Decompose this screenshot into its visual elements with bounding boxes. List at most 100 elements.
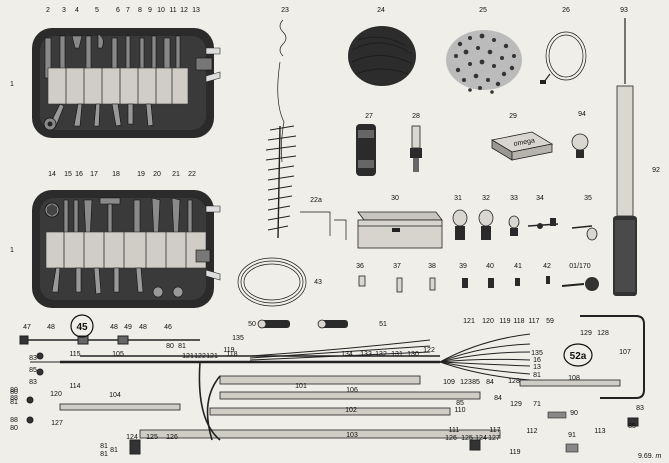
callout-harness-81: 111	[449, 427, 460, 434]
callout-harness-65: 120	[50, 391, 62, 398]
part-22a-tool	[300, 211, 347, 240]
callout-center-parts-12: 35	[584, 195, 592, 202]
callout-harness-12: 105	[112, 351, 124, 358]
callout-harness-73: 126	[166, 434, 178, 441]
callout-harness-19: 80	[166, 343, 174, 350]
callout-center-parts-3: 26	[562, 7, 570, 14]
callout-bottom-roll-8: 21	[172, 171, 180, 178]
callout-harness-43: 107	[619, 349, 631, 356]
callout-harness-26: 132	[375, 351, 387, 358]
callout-harness-61: 83	[636, 405, 644, 412]
callout-harness-33: 118	[513, 318, 524, 325]
callout-bottom-roll-5: 18	[112, 171, 120, 178]
callout-harness-42: 128	[597, 330, 609, 337]
callout-harness-44: 109	[443, 379, 455, 386]
callout-harness-52: 110	[454, 407, 465, 414]
top-tool-roll	[32, 28, 221, 138]
callout-center-parts-17: 40	[486, 263, 494, 270]
callout-center-parts-4: 27	[365, 113, 373, 120]
callout-harness-37: 16	[533, 357, 541, 364]
callout-harness-17: 122	[194, 353, 206, 360]
callout-harness-66: 104	[109, 392, 121, 399]
callout-right-parts-1: 92	[652, 167, 660, 174]
callout-harness-9: 85	[29, 367, 37, 374]
callout-harness-57: 90	[570, 410, 578, 417]
parts-34-35	[527, 218, 598, 241]
callout-center-parts-10: 33	[510, 195, 518, 202]
parts-50-51	[257, 319, 348, 329]
callout-harness-56: 71	[533, 401, 541, 408]
callout-center-parts-1: 24	[377, 7, 385, 14]
callout-top-roll-11: 12	[180, 7, 188, 14]
callout-center-parts-5: 28	[412, 113, 420, 120]
wiring-harness	[19, 315, 645, 455]
callout-center-parts-2: 25	[479, 7, 487, 14]
callout-top-roll-0: 1	[10, 81, 14, 88]
callout-harness-78: 81	[100, 443, 108, 450]
callout-harness-60: 91	[568, 432, 576, 439]
callout-harness-76: 124	[475, 435, 487, 442]
footer-code-date: 9.69.	[638, 453, 656, 460]
callout-harness-53: 85	[456, 400, 464, 407]
callout-harness-79: 81	[100, 451, 108, 458]
callout-harness-36: 135	[531, 350, 543, 357]
part-94-knob	[571, 133, 589, 158]
callout-harness-10: 83	[29, 379, 37, 386]
callout-harness-6: 50	[248, 321, 256, 328]
part-23-brush	[265, 19, 297, 239]
callout-top-roll-6: 7	[126, 7, 130, 14]
callout-top-roll-8: 9	[148, 7, 152, 14]
callout-harness-62: 85	[628, 423, 636, 430]
badge-52a-label: 52a	[570, 351, 587, 362]
callout-center-parts-8: 31	[454, 195, 462, 202]
bulbs-31-33	[452, 209, 520, 240]
badge-45-label: 45	[76, 322, 88, 333]
callout-top-roll-4: 5	[95, 7, 99, 14]
callout-center-parts-15: 38	[428, 263, 436, 270]
callout-harness-45: 123	[460, 379, 472, 386]
callout-center-parts-13: 36	[356, 263, 364, 270]
callout-harness-38: 13	[533, 364, 541, 371]
callout-bottom-roll-7: 20	[153, 171, 161, 178]
part-24-wool	[348, 26, 416, 86]
callout-harness-34: 117	[528, 318, 539, 325]
callout-harness-70: 103	[346, 432, 358, 439]
callout-harness-16: 121	[206, 353, 218, 360]
callout-harness-55: 129	[510, 401, 522, 408]
callout-harness-75: 125	[461, 435, 473, 442]
callout-harness-82: 117	[489, 427, 500, 434]
callout-center-parts-18: 41	[514, 263, 522, 270]
callout-harness-7: 51	[379, 321, 387, 328]
callout-top-roll-2: 3	[62, 7, 66, 14]
callout-center-parts-21: 22a	[310, 197, 322, 204]
callout-harness-30: 121	[463, 318, 475, 325]
callout-center-parts-0: 23	[281, 7, 289, 14]
callout-center-parts-9: 32	[482, 195, 490, 202]
callout-harness-39: 81	[533, 372, 541, 379]
callout-harness-48: 108	[568, 375, 580, 382]
callout-top-roll-9: 10	[157, 7, 165, 14]
callout-harness-72: 125	[146, 434, 158, 441]
callout-harness-29: 122	[423, 347, 435, 354]
callout-harness-23: 135	[232, 335, 244, 342]
callout-center-parts-22: 01/170	[569, 263, 591, 270]
badge-52a: 52a	[563, 343, 593, 367]
badge-45: 45	[70, 314, 94, 338]
callout-harness-15: 81	[10, 399, 18, 406]
callout-center-parts-20: 43	[314, 279, 322, 286]
callout-harness-8: 83	[29, 355, 37, 362]
callout-top-roll-12: 13	[192, 7, 200, 14]
callout-top-roll-10: 11	[169, 7, 176, 14]
callout-harness-22: 118	[226, 351, 237, 358]
footer-signature: m	[656, 453, 662, 460]
callout-right-parts-2: 94	[578, 111, 586, 118]
callout-harness-20: 81	[178, 343, 186, 350]
callout-harness-58: 112	[526, 428, 537, 435]
callout-harness-50: 106	[346, 387, 358, 394]
part-key	[561, 277, 599, 291]
callout-center-parts-19: 42	[543, 263, 551, 270]
callout-harness-24: 134	[341, 351, 353, 358]
callout-harness-35: 59	[546, 318, 554, 325]
callout-center-parts-6: 29	[509, 113, 517, 120]
callout-harness-46: 85	[472, 379, 480, 386]
